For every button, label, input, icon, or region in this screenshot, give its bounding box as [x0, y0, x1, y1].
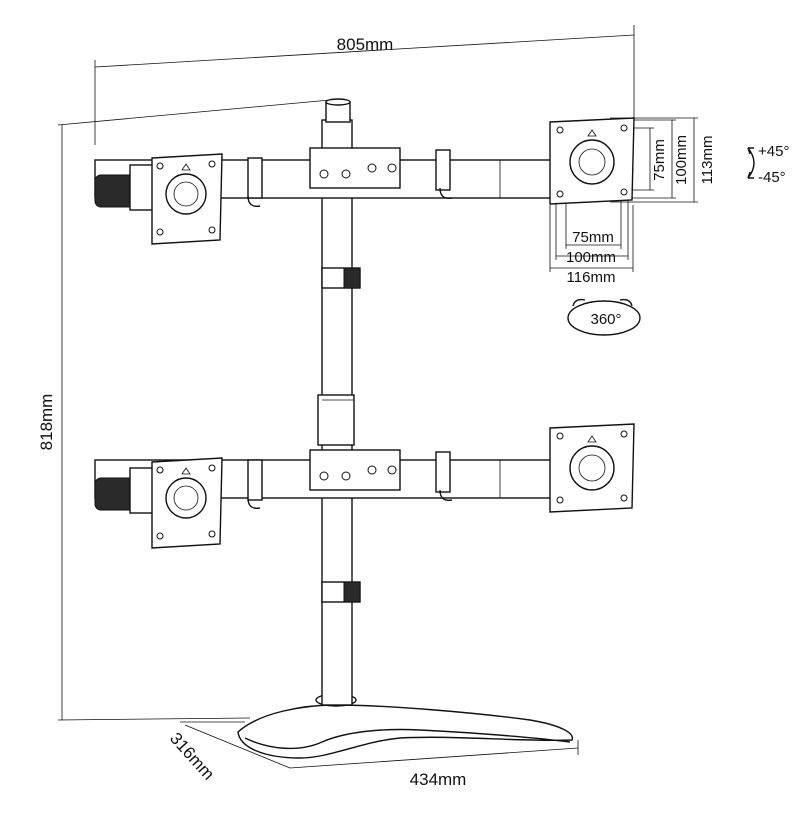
- rotation-360-icon: [567, 298, 641, 336]
- overall-height-label: 818mm: [37, 394, 56, 451]
- center-pole: [317, 98, 361, 706]
- rotation-label: 360°: [590, 311, 621, 328]
- vesa-plate-upper-right: [549, 117, 635, 205]
- vesa-width-116-label: 116mm: [567, 269, 616, 286]
- vesa-plate-lower-right: [549, 423, 635, 513]
- vesa-height-100-label: 100mm: [673, 135, 690, 185]
- tilt-arrow-icon: [747, 147, 755, 179]
- vesa-height-75-label: 75mm: [651, 139, 668, 181]
- vesa-plate-upper-left: [151, 153, 223, 245]
- tilt-up-label: +45°: [758, 143, 789, 160]
- vesa-width-75-label: 75mm: [572, 229, 614, 246]
- base-foot: [237, 693, 573, 759]
- vesa-plate-lower-left: [151, 457, 223, 549]
- vesa-width-100-label: 100mm: [566, 249, 616, 266]
- base-depth-label: 316mm: [166, 729, 218, 784]
- base-width-label: 434mm: [410, 770, 467, 789]
- vesa-height-113-label: 113mm: [699, 136, 716, 185]
- tilt-down-label: -45°: [758, 169, 786, 186]
- overall-width-label: 805mm: [337, 35, 394, 54]
- dimension-lines: [57, 25, 698, 769]
